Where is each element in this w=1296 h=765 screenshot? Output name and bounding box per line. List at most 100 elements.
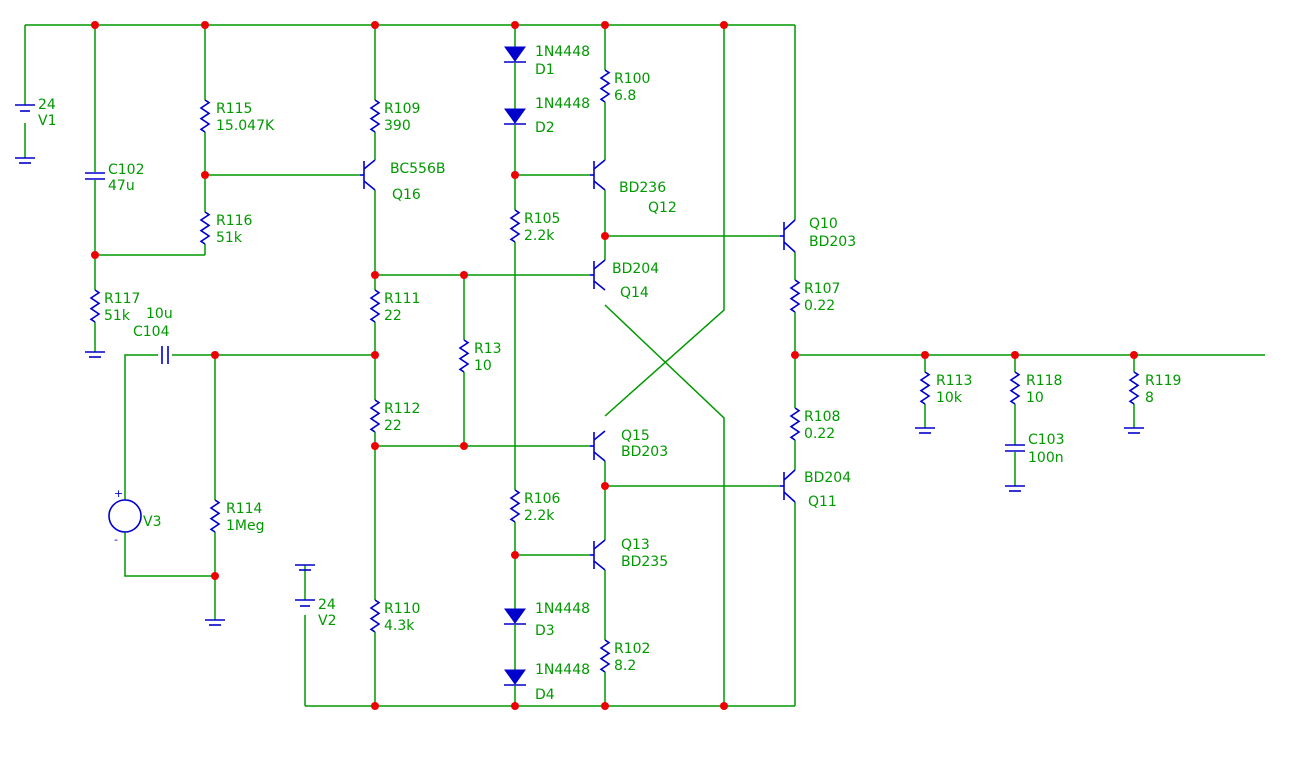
q15-label-0: Q15 (621, 428, 650, 444)
wires (24, 24, 1265, 707)
junction-node (921, 351, 929, 359)
r105-label-1: 2.2k (524, 228, 555, 244)
q13-label-0: Q13 (621, 537, 650, 553)
r105-symbol (509, 209, 521, 243)
junction-node (511, 702, 519, 710)
q12-label-1: Q12 (648, 200, 677, 216)
r107-symbol (789, 279, 801, 313)
r102-label-0: R102 (614, 641, 650, 657)
d3-symbol (504, 608, 526, 625)
r110-label-1: 4.3k (384, 618, 415, 634)
r107-label-1: 0.22 (804, 298, 835, 314)
v2-label-1: V2 (318, 613, 336, 629)
q15-label-1: BD203 (621, 444, 668, 460)
r113-label-1: 10k (936, 390, 963, 406)
r117-label-1: 51k (104, 308, 131, 324)
d2-symbol (504, 108, 526, 125)
r112-label-0: R112 (384, 401, 420, 417)
wire-cross-q15 (604, 25, 725, 417)
r111-symbol (369, 289, 381, 323)
r118-label-1: 10 (1026, 390, 1044, 406)
r118-symbol (1009, 371, 1021, 405)
r113-symbol (919, 371, 931, 405)
q14-label-0: BD204 (612, 261, 659, 277)
junction-nodes (91, 21, 1138, 710)
v1-label-0: 24 (38, 97, 56, 113)
junction-node (371, 702, 379, 710)
junction-node (201, 21, 209, 29)
d2-label-0: 1N4448 (535, 96, 590, 112)
ground-icon (295, 564, 315, 571)
junction-node (601, 482, 609, 490)
r13-symbol (458, 339, 470, 373)
c102-symbol (85, 172, 105, 180)
r115-symbol (199, 99, 211, 133)
c104-label-1: C104 (133, 324, 170, 340)
r100-symbol (599, 69, 611, 103)
d1-label-1: D1 (535, 62, 555, 78)
c103-label-1: 100n (1028, 450, 1064, 466)
junction-node (91, 251, 99, 259)
wire-cross-q14 (604, 304, 725, 706)
r106-label-1: 2.2k (524, 508, 555, 524)
r106-label-0: R106 (524, 491, 561, 507)
junction-node (601, 702, 609, 710)
junction-node (460, 271, 468, 279)
junction-node (460, 442, 468, 450)
junction-node (91, 21, 99, 29)
r108-symbol (789, 407, 801, 441)
r110-label-0: R110 (384, 601, 420, 617)
junction-node (371, 271, 379, 279)
q16-symbol (360, 159, 376, 191)
d3-label-0: 1N4448 (535, 601, 590, 617)
components: +- (15, 46, 1144, 686)
r116-label-0: R116 (216, 213, 253, 229)
q10-label-0: Q10 (809, 216, 838, 232)
c103-label-0: C103 (1028, 432, 1065, 448)
r112-label-1: 22 (384, 418, 402, 434)
r100-label-0: R100 (614, 71, 650, 87)
c102-label-1: 47u (108, 178, 135, 194)
r114-symbol (209, 499, 221, 533)
r117-symbol (89, 289, 101, 323)
d4-label-0: 1N4448 (535, 662, 590, 678)
r102-label-1: 8.2 (614, 658, 636, 674)
junction-node (511, 551, 519, 559)
q14-symbol (590, 259, 606, 291)
r111-label-1: 22 (384, 308, 402, 324)
r105-label-0: R105 (524, 211, 560, 227)
junction-node (371, 21, 379, 29)
junction-node (1130, 351, 1138, 359)
junction-node (601, 232, 609, 240)
r119-symbol (1128, 371, 1140, 405)
v1-symbol (15, 104, 35, 112)
v3-symbol: +- (108, 487, 142, 546)
junction-node (791, 351, 799, 359)
q12-symbol (590, 159, 606, 191)
r118-label-0: R118 (1026, 373, 1062, 389)
r107-label-0: R107 (804, 281, 840, 297)
r110-symbol (369, 599, 381, 633)
q16-label-0: BC556B (390, 161, 445, 177)
c104-label-0: 10u (146, 306, 173, 322)
ground-icon (205, 619, 225, 626)
r100-label-1: 6.8 (614, 88, 636, 104)
v1-label-1: V1 (38, 113, 56, 129)
junction-node (211, 572, 219, 580)
v3-label-0: V3 (143, 514, 161, 530)
r108-label-1: 0.22 (804, 426, 835, 442)
q14-label-1: Q14 (620, 285, 649, 301)
d2-label-1: D2 (535, 120, 555, 136)
r109-label-0: R109 (384, 101, 420, 117)
r114-label-1: 1Meg (226, 518, 265, 534)
wire-v3-c104 (124, 354, 158, 500)
c103-symbol (1005, 444, 1025, 452)
q15-symbol (590, 430, 606, 462)
r116-label-1: 51k (216, 230, 243, 246)
component-labels: 24V124V2V3C10247u10uC104C103100nR11515.0… (38, 44, 1181, 703)
c102-label-0: C102 (108, 162, 145, 178)
d4-label-1: D4 (535, 687, 555, 703)
ground-icon (15, 157, 35, 164)
d4-symbol (504, 669, 526, 686)
